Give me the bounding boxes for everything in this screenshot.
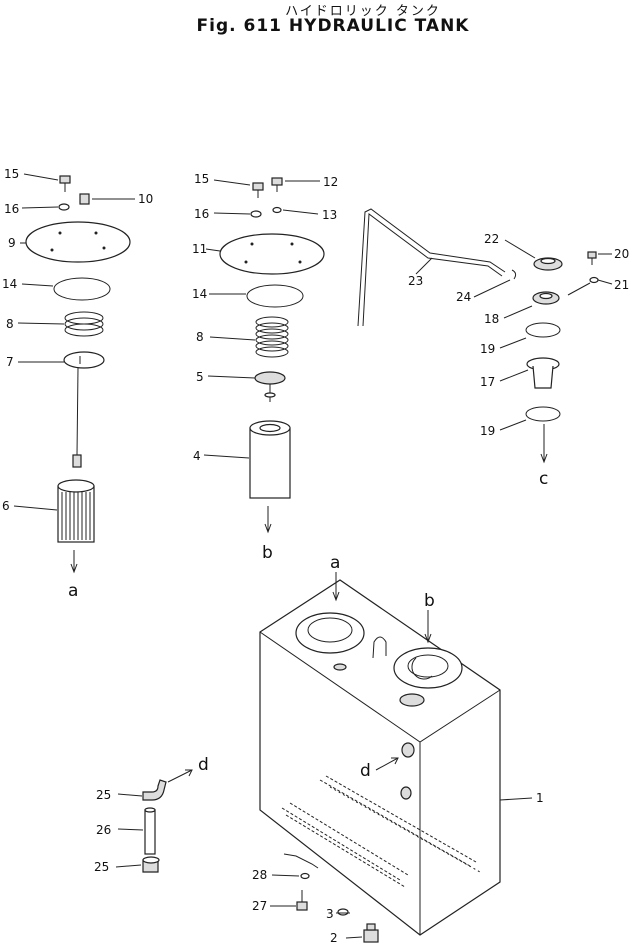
connector-b: b <box>424 591 435 611</box>
part-17-adapter <box>526 357 560 389</box>
callout-17: 17 <box>480 375 495 389</box>
part-24-clip <box>511 269 517 280</box>
part-9-cover <box>25 221 131 263</box>
connector-a: a <box>330 553 340 573</box>
callout-16: 16 <box>194 207 209 221</box>
callout-8: 8 <box>196 330 204 344</box>
connector-a: a <box>68 581 78 601</box>
callout-5: 5 <box>196 370 204 384</box>
callout-12: 12 <box>323 175 338 189</box>
part-2-drain-plug <box>363 923 379 943</box>
connector-d: d <box>360 761 371 781</box>
callout-15: 15 <box>4 167 19 181</box>
part-21-washer <box>589 276 599 284</box>
part-13-washer <box>272 206 282 214</box>
part-4-filter-element <box>249 420 291 499</box>
figure-title: Fig. 611 HYDRAULIC TANK <box>196 16 470 36</box>
connector-b: b <box>262 543 273 563</box>
callout-21: 21 <box>614 278 629 292</box>
part-10-plug <box>79 193 90 205</box>
part-22-breather-cap <box>533 257 563 271</box>
part-1-hydraulic-tank <box>259 579 501 936</box>
callout-1: 1 <box>536 791 544 805</box>
part-27-bolt <box>296 890 308 911</box>
part-12-bolt <box>271 177 283 192</box>
part-15-bolt-center <box>252 182 264 198</box>
callout-11: 11 <box>192 242 207 256</box>
callout-27: 27 <box>252 899 267 913</box>
callout-20: 20 <box>614 247 629 261</box>
callout-23: 23 <box>408 274 423 288</box>
part-5-valve <box>254 371 286 402</box>
part-25-elbow-upper <box>142 779 167 801</box>
part-16-washer-left <box>58 203 70 211</box>
part-16-washer-center <box>250 210 262 218</box>
part-7-valve-rod <box>63 351 105 468</box>
part-14-o-ring-center <box>246 284 304 308</box>
center-filter-assembly <box>203 177 325 534</box>
callout-10: 10 <box>138 192 153 206</box>
left-strainer-assembly <box>13 173 135 574</box>
callout-22: 22 <box>484 232 499 246</box>
part-11-cover <box>219 233 325 275</box>
callout-2: 2 <box>330 931 338 945</box>
part-15-bolt-left <box>59 175 71 192</box>
callout-19: 19 <box>480 342 495 356</box>
callout-25: 25 <box>94 860 109 874</box>
part-8-spring-left <box>64 311 104 337</box>
callout-7: 7 <box>6 355 14 369</box>
part-25-elbow-lower <box>142 856 160 873</box>
title-japanese: ハイドロリック タンク <box>285 4 441 19</box>
part-19-gasket-upper <box>525 322 561 338</box>
connector-c: c <box>539 469 548 489</box>
part-3-o-ring <box>337 908 349 916</box>
callout-16: 16 <box>4 202 19 216</box>
connector-d: d <box>198 755 209 775</box>
part-20-bolt <box>587 251 597 265</box>
callout-3: 3 <box>326 907 334 921</box>
callout-8: 8 <box>6 317 14 331</box>
part-26-pipe <box>144 807 156 855</box>
part-19-gasket-lower <box>525 406 561 422</box>
callout-15: 15 <box>194 172 209 186</box>
callout-28: 28 <box>252 868 267 882</box>
callout-13: 13 <box>322 208 337 222</box>
part-6-strainer-element <box>57 479 95 543</box>
callout-25: 25 <box>96 788 111 802</box>
callout-9: 9 <box>8 236 16 250</box>
callout-19: 19 <box>480 424 495 438</box>
callout-4: 4 <box>193 449 201 463</box>
callout-24: 24 <box>456 290 471 304</box>
part-28-plate <box>283 853 319 880</box>
callout-18: 18 <box>484 312 499 326</box>
part-23-tube <box>357 208 506 327</box>
callout-6: 6 <box>2 499 10 513</box>
part-18-flange <box>532 291 560 305</box>
callout-14: 14 <box>192 287 207 301</box>
callout-14: 14 <box>2 277 17 291</box>
right-breather-assembly <box>357 208 613 464</box>
part-8-spring-center <box>255 316 289 358</box>
callout-26: 26 <box>96 823 111 837</box>
part-14-o-ring-left <box>53 277 111 301</box>
